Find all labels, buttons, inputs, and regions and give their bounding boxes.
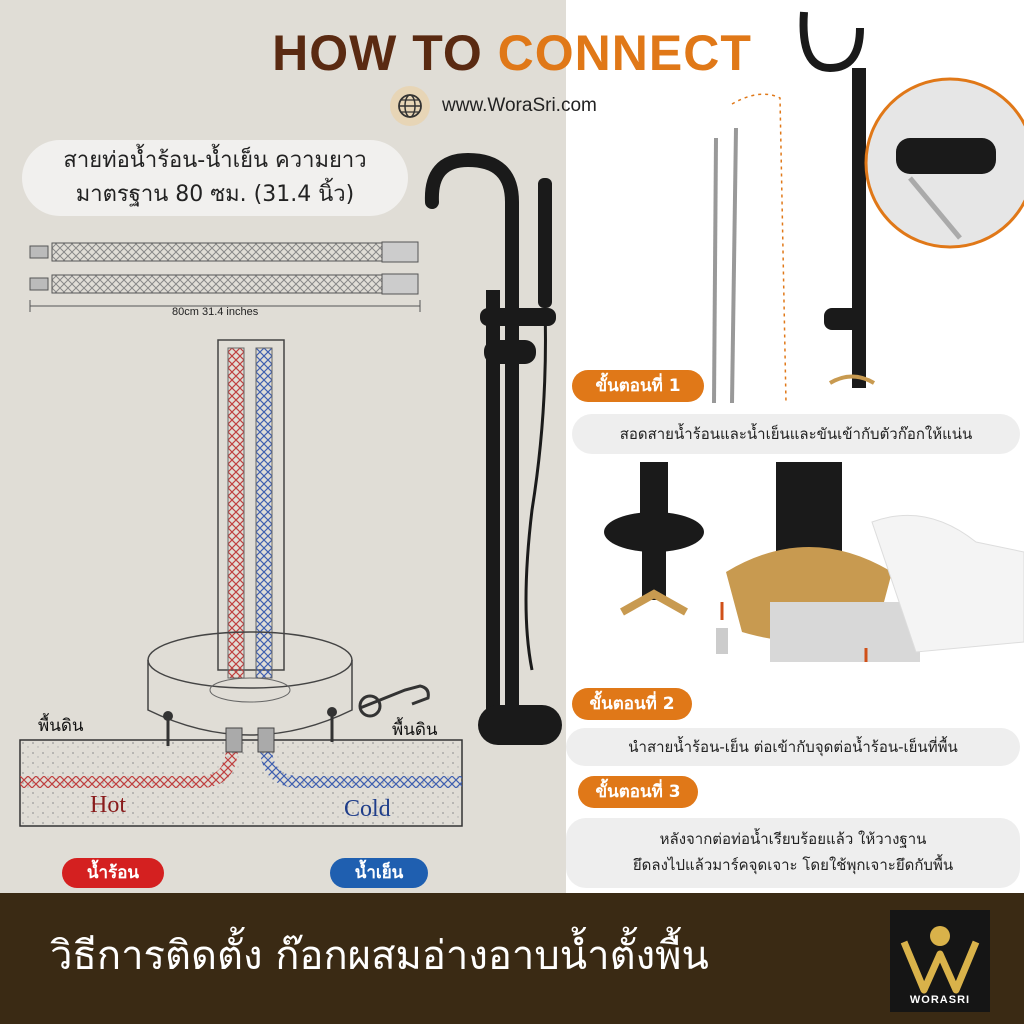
hot-water-pill: น้ำร้อน [62,858,164,888]
logo-text: WORASRI [909,994,971,1006]
worasri-logo: WORASRI [890,910,990,1012]
hose-dimension-label: 80cm 31.4 inches [172,306,259,318]
hot-text: Hot [90,792,126,818]
step1-tag: ขั้นตอนที่ 1 [572,370,704,402]
website-row: www.WoraSri.com [390,86,597,126]
page-title: HOW TO CONNECT [0,24,1024,82]
step1-image [712,11,1024,404]
globe-icon [390,86,430,126]
step2-image [604,462,1024,662]
title-part1: HOW TO [272,25,483,81]
cold-water-pill: น้ำเย็น [330,858,428,888]
wrench-icon [358,684,430,718]
hose-caption-line1: สายท่อน้ำร้อน-น้ำเย็น ความยาว [63,148,367,173]
step2-tag: ขั้นตอนที่ 2 [572,688,692,720]
step3-text-line2: ยึดลงไปแล้วมาร์คจุดเจาะ โดยใช้พุกเจาะยึด… [632,856,954,874]
ground-label-left: พื้นดิน [38,716,84,736]
hose-top [29,241,419,263]
step3-text: หลังจากต่อท่อน้ำเรียบร้อยแล้ว ให้วางฐาน … [566,818,1020,888]
footer-title: วิธีการติดตั้ง ก๊อกผสมอ่างอาบน้ำตั้งพื้น [50,933,709,979]
installation-diagram: Hot Cold [19,241,463,827]
hose-caption-line2: มาตรฐาน 80 ซม. (31.4 นิ้ว) [75,182,355,207]
step2-text: นำสายน้ำร้อน-เย็น ต่อเข้ากับจุดต่อน้ำร้อ… [566,728,1020,766]
cold-text: Cold [344,796,391,822]
step3-tag: ขั้นตอนที่ 3 [578,776,698,808]
step1-text: สอดสายน้ำร้อนและน้ำเย็นและขันเข้ากับตัวก… [572,414,1020,454]
faucet-image [424,152,562,745]
website-link[interactable]: www.WoraSri.com [442,95,597,116]
ground-label-right: พื้นดิน [392,720,438,740]
footer-bar: วิธีการติดตั้ง ก๊อกผสมอ่างอาบน้ำตั้งพื้น [0,893,1024,1024]
title-part2: CONNECT [497,25,752,81]
step3-text-line1: หลังจากต่อท่อน้ำเรียบร้อยแล้ว ให้วางฐาน [659,830,927,848]
hose-caption: สายท่อน้ำร้อน-น้ำเย็น ความยาว มาตรฐาน 80… [22,140,408,216]
hose-bottom [29,273,419,295]
